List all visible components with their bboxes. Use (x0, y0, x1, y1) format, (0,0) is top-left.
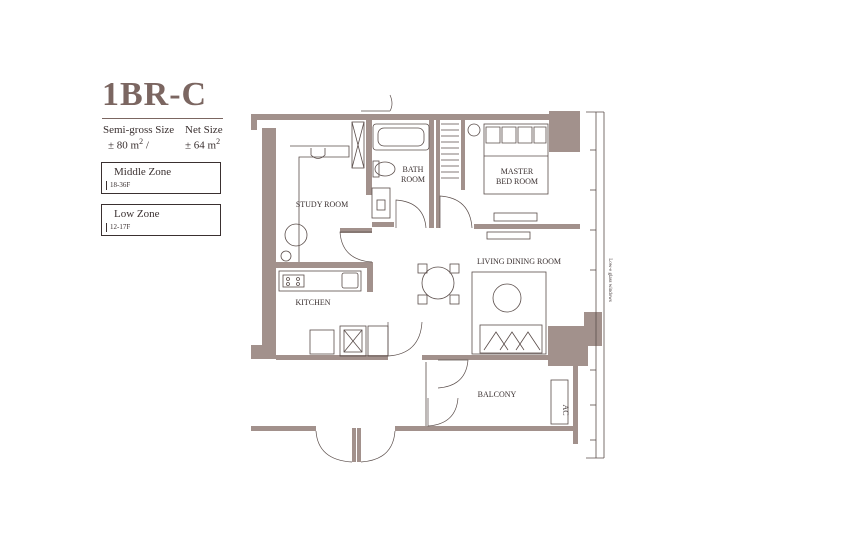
study-stool (280, 250, 292, 262)
wall-top (251, 114, 553, 120)
wall-wardrobe (461, 120, 465, 190)
door-swing-kitchen (387, 321, 423, 357)
door-swing-balcony (437, 359, 469, 389)
master-bed (483, 123, 549, 195)
wall-corridor-left (251, 426, 316, 431)
wall-entry-jamb-right (357, 428, 361, 462)
door-swing-bedroom (439, 195, 473, 229)
hob-burner (286, 277, 290, 281)
study-lamp (310, 148, 326, 159)
study-chair (284, 223, 308, 247)
bedroom-tv-unit (493, 212, 538, 222)
basin (376, 199, 386, 211)
living-rug (471, 271, 547, 355)
kitchen-sink (341, 272, 359, 289)
bedside-lamp (467, 123, 481, 137)
washer-closet (339, 325, 367, 357)
zone-floors: 12-17F (106, 223, 130, 232)
hob-burner (296, 282, 300, 286)
label-living: LIVING DINING ROOM (477, 257, 561, 266)
wall-kitchen-bottom (276, 355, 388, 360)
unit-title: 1BR-C (102, 76, 208, 113)
zone-name: Low Zone (114, 208, 160, 220)
wall-top-left (251, 114, 257, 130)
fixtures (278, 121, 569, 426)
wall-bedroom-bottom (474, 224, 580, 229)
shower-diagonal (351, 121, 365, 169)
wall-kitchen-right (367, 262, 373, 292)
shower-panel (351, 121, 365, 169)
toilet-tank (372, 160, 380, 178)
dining-table (421, 266, 455, 300)
door-swing-main-right (360, 430, 396, 463)
washer (343, 329, 363, 353)
label-balcony: BALCONY (478, 390, 517, 399)
bathtub-inner (377, 127, 425, 147)
sofa (479, 324, 543, 354)
ac-unit (550, 379, 569, 425)
door-swing-bath (395, 199, 427, 229)
dining-chair (417, 263, 428, 274)
semi-gross-size-value: ± 80 m2 / (108, 137, 149, 152)
dining-chair (449, 263, 460, 274)
zone-box-middle: Middle Zone 18-36F (101, 162, 221, 194)
label-bath-line2: ROOM (401, 175, 425, 184)
study-desk (290, 145, 350, 262)
kitchen-hob (282, 274, 305, 288)
title-divider (102, 118, 223, 119)
door-swing-study (339, 231, 373, 263)
hob-burner (296, 277, 300, 281)
column-left-base (251, 345, 276, 359)
net-size-label: Net Size (185, 124, 223, 136)
door-swing-main-left (315, 430, 353, 463)
wall-bath-bottom (372, 222, 394, 227)
wall-study-kitchen (276, 262, 373, 268)
net-size-value: ± 64 m2 (185, 137, 221, 152)
structural-walls (251, 111, 602, 462)
wall-study-right (366, 120, 372, 195)
basin-counter (371, 187, 391, 219)
window-frame (586, 111, 605, 459)
label-ac: AC (561, 404, 570, 415)
semi-gross-size-label: Semi-gross Size (103, 124, 175, 136)
wall-living-bottom (422, 355, 548, 360)
sofa-cushions (483, 331, 541, 351)
utility-cabinet (367, 325, 389, 357)
bed-pillows (485, 126, 547, 144)
dining-chair (417, 294, 428, 305)
wall-bath-right (429, 120, 434, 228)
wardrobe-hangers (441, 123, 459, 179)
wall-bath-right-2 (436, 120, 440, 228)
label-master-line1: MASTER (501, 167, 534, 176)
column-right-lower (548, 326, 588, 366)
label-study: STUDY ROOM (296, 200, 348, 209)
label-bath-line1: BATH (403, 165, 424, 174)
washer-diagonal (343, 329, 363, 353)
kitchen-counter (278, 270, 362, 292)
wall-study-lower (340, 228, 372, 233)
coffee-table (492, 283, 522, 313)
wall-balcony-right (573, 366, 578, 444)
zone-floors: 18-36F (106, 181, 130, 190)
bathtub (372, 123, 430, 151)
door-swing-balcony-2 (427, 397, 459, 427)
toilet (374, 161, 396, 177)
wall-corridor-right (395, 426, 577, 431)
kitchen-fridge (309, 329, 335, 355)
wall-entry-jamb-left (352, 428, 356, 462)
label-window-note: Low-e glass windows (607, 258, 612, 302)
hob-burner (286, 282, 290, 286)
column-right-lower-ext (584, 312, 602, 346)
label-kitchen: KITCHEN (295, 298, 330, 307)
door-swings (315, 94, 473, 463)
living-tv-unit (486, 231, 531, 240)
column-top-right (549, 111, 580, 152)
label-master-line2: BED ROOM (496, 177, 538, 186)
dining-chair (449, 294, 460, 305)
zone-box-low: Low Zone 12-17F (101, 204, 221, 236)
door-swing-entry-top (361, 94, 393, 112)
zone-name: Middle Zone (114, 166, 172, 178)
column-left (262, 128, 276, 358)
